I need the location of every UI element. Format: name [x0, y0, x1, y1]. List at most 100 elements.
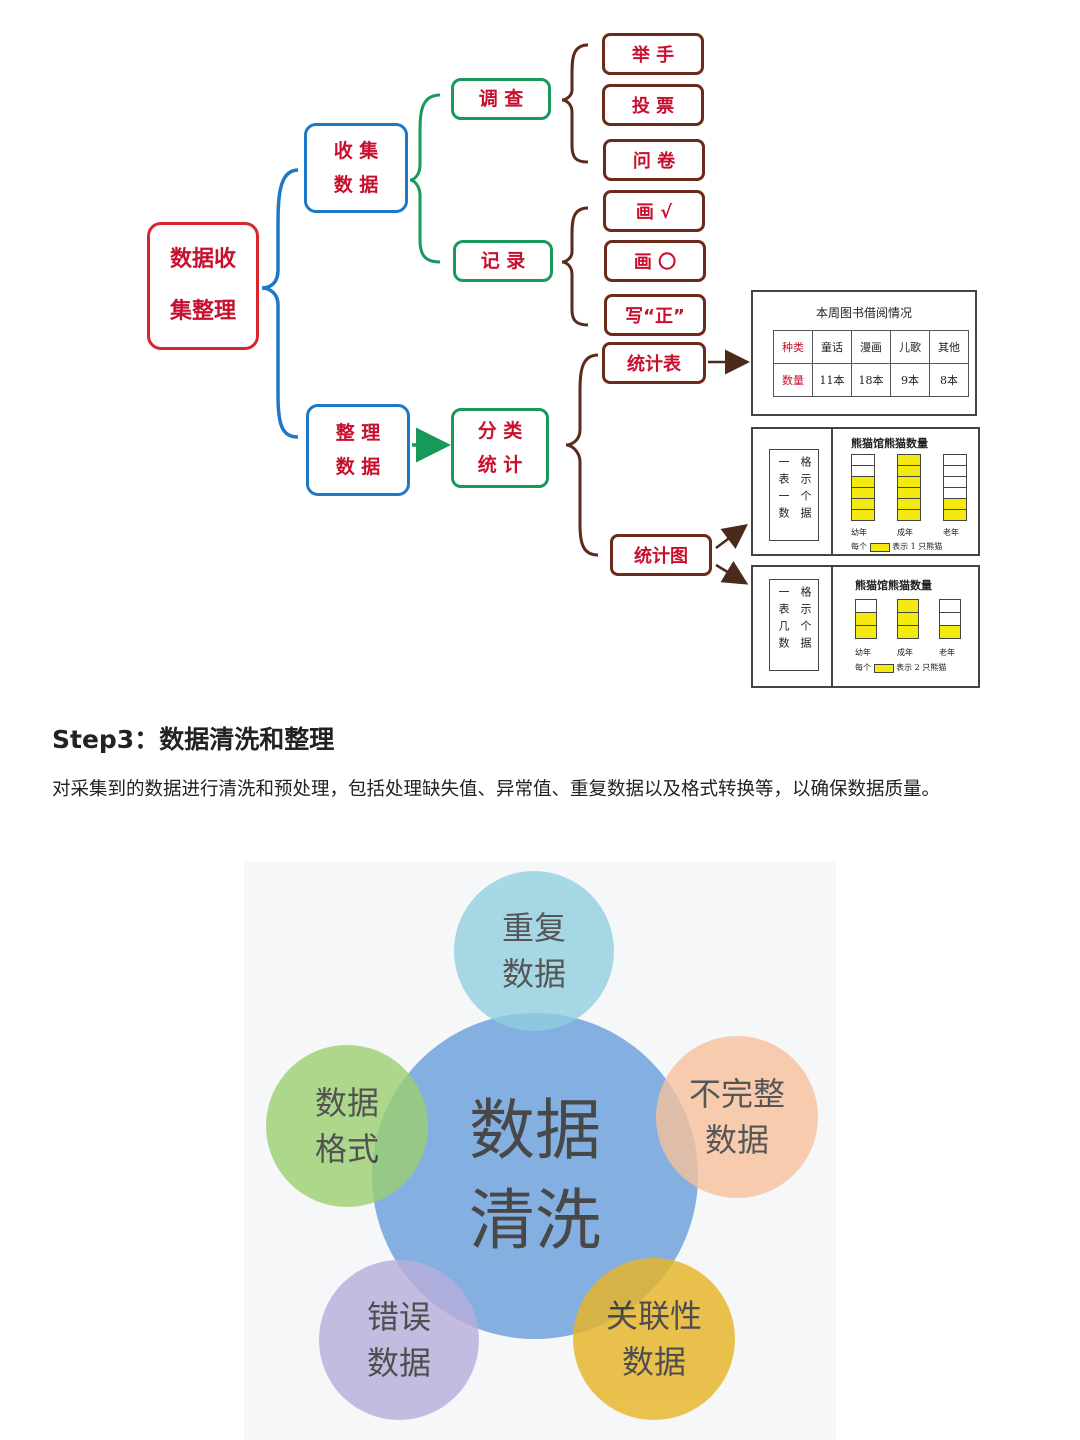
chart2-bar-cell — [897, 612, 919, 626]
brace-classify — [565, 353, 599, 557]
circle-right: 不完整 数据 — [656, 1036, 818, 1198]
left-line2: 格式 — [314, 1130, 379, 1168]
collect-line1: 收 集 — [333, 140, 379, 162]
chart2-category-label: 老年 — [939, 648, 955, 657]
chart1-bar-cell — [897, 509, 921, 521]
table-cell: 数量 — [773, 363, 813, 397]
survey-item-2-label: 投 票 — [631, 96, 675, 117]
stat-table-title: 本周图书借阅情况 — [815, 306, 912, 320]
top-line2: 数据 — [501, 955, 566, 993]
chart2-legend-swatch — [873, 663, 894, 673]
organize-line2: 数 据 — [335, 456, 381, 478]
chart2-legend-prefix: 每个 — [855, 663, 871, 672]
table-cell: 童话 — [812, 330, 852, 364]
chart2-category-label: 幼年 — [855, 648, 871, 657]
root-line2: 集整理 — [169, 299, 236, 324]
chart1-divider — [831, 429, 833, 554]
chart1-category-label: 老年 — [943, 528, 959, 537]
chart2-legend: 每个 表示 2 只熊猫 — [855, 662, 946, 673]
chart1-bar-2 — [943, 454, 967, 521]
circle-left: 数据 格式 — [266, 1045, 428, 1207]
chart2-divider — [831, 567, 833, 686]
survey-item-1-label: 举 手 — [631, 45, 675, 66]
chart1-category-label: 成年 — [897, 528, 913, 537]
brace-record — [561, 206, 589, 327]
table-cell: 种类 — [773, 330, 813, 364]
section-paragraph: 对采集到的数据进行清洗和预处理，包括处理缺失值、异常值、重复数据以及格式转换等，… — [52, 779, 941, 800]
chart2-bar-cell — [897, 599, 919, 613]
stat-table-node: 统计表 — [602, 342, 706, 384]
chart1-side-col1: 一表一数 — [777, 456, 790, 524]
record-item-check: 画 √ — [603, 190, 705, 232]
chart1-bar-cell — [851, 509, 875, 521]
collect-line2: 数 据 — [333, 174, 379, 196]
record-node: 记 录 — [453, 240, 553, 282]
chart2-category-label: 成年 — [897, 648, 913, 657]
chart1-legend: 每个 表示 1 只熊猫 — [851, 541, 942, 552]
table-row: 数量 11本 18本 9本 8本 — [773, 363, 969, 397]
stat-table-panel: 本周图书借阅情况 种类 童话 漫画 儿歌 其他 数量 11本 18本 9本 8本 — [751, 290, 977, 416]
chart2-side-label: 一表几数 格示个据 — [769, 579, 819, 671]
chart1-category-label: 幼年 — [851, 528, 867, 537]
table-cell: 18本 — [851, 363, 891, 397]
root-node: 数据收 集整理 — [147, 222, 259, 350]
brace-survey — [561, 43, 589, 164]
chart2-bar-cell — [855, 599, 877, 613]
stat-table-label: 统计表 — [627, 354, 681, 375]
chart1-title: 熊猫馆熊猫数量 — [851, 437, 928, 450]
arrow-chart1 — [715, 524, 748, 549]
table-cell: 漫画 — [851, 330, 891, 364]
table-row: 种类 童话 漫画 儿歌 其他 — [773, 330, 969, 364]
classify-line1: 分 类 — [477, 420, 523, 442]
bottom-left-line1: 错误 — [366, 1298, 431, 1336]
record-item-3-label: 写“正” — [625, 306, 685, 327]
bottom-right-line1: 关联性 — [605, 1297, 702, 1335]
table-cell: 儿歌 — [890, 330, 930, 364]
circle-top: 重复 数据 — [454, 871, 614, 1031]
survey-node: 调 查 — [451, 78, 551, 120]
chart2-bar-1 — [897, 599, 919, 639]
chart1-side-col2: 格示个据 — [799, 456, 812, 524]
center-line1: 数据 — [469, 1092, 601, 1169]
right-line2: 数据 — [704, 1121, 769, 1159]
chart1-legend-prefix: 每个 — [851, 542, 867, 551]
chart2-bar-cell — [855, 625, 877, 639]
organize-node: 整 理 数 据 — [306, 404, 410, 496]
stat-chart-label: 统计图 — [634, 546, 688, 567]
collect-node: 收 集 数 据 — [304, 123, 408, 213]
chart2-bar-2 — [939, 599, 961, 639]
bottom-left-line2: 数据 — [366, 1344, 431, 1382]
survey-item-questionnaire: 问 卷 — [603, 139, 705, 181]
chart1-bar-1 — [897, 454, 921, 521]
arrow-chart2 — [715, 560, 749, 585]
stat-table: 种类 童话 漫画 儿歌 其他 数量 11本 18本 9本 8本 — [773, 330, 969, 397]
record-item-2-label: 画 〇 — [633, 252, 677, 273]
survey-item-3-label: 问 卷 — [632, 151, 676, 172]
right-line1: 不完整 — [688, 1075, 785, 1113]
classify-node: 分 类 统 计 — [451, 408, 549, 488]
table-cell: 11本 — [812, 363, 852, 397]
chart2-legend-suffix: 表示 2 只熊猫 — [896, 663, 947, 672]
top-line1: 重复 — [501, 909, 566, 947]
classify-line2: 统 计 — [477, 454, 523, 476]
stat-chart-node: 统计图 — [610, 534, 712, 576]
chart2-side-col1: 一表几数 — [777, 586, 790, 654]
chart2-bar-0 — [855, 599, 877, 639]
section-heading: Step3：数据清洗和整理 — [52, 725, 335, 754]
record-label: 记 录 — [480, 250, 526, 272]
brace-root — [261, 168, 299, 439]
record-item-1-label: 画 √ — [635, 202, 673, 223]
survey-label: 调 查 — [478, 88, 524, 110]
chart2-title: 熊猫馆熊猫数量 — [855, 579, 932, 592]
mindmap-connectors — [261, 43, 750, 585]
chart1-bar-0 — [851, 454, 875, 521]
brace-collect — [409, 93, 441, 264]
table-cell: 其他 — [929, 330, 969, 364]
chart2-bar-cell — [855, 612, 877, 626]
survey-item-vote: 投 票 — [602, 84, 704, 126]
chart-panel-1: 一表一数 格示个据 熊猫馆熊猫数量 每个 表示 1 只熊猫 幼年 成年 老年 — [751, 427, 980, 556]
root-line1: 数据收 — [169, 247, 236, 272]
chart-panel-2: 一表几数 格示个据 熊猫馆熊猫数量 每个 表示 2 只熊猫 幼年 成年 老年 — [751, 565, 980, 688]
bottom-right-line2: 数据 — [621, 1343, 686, 1381]
circle-bottom-right: 关联性 数据 — [573, 1258, 735, 1420]
